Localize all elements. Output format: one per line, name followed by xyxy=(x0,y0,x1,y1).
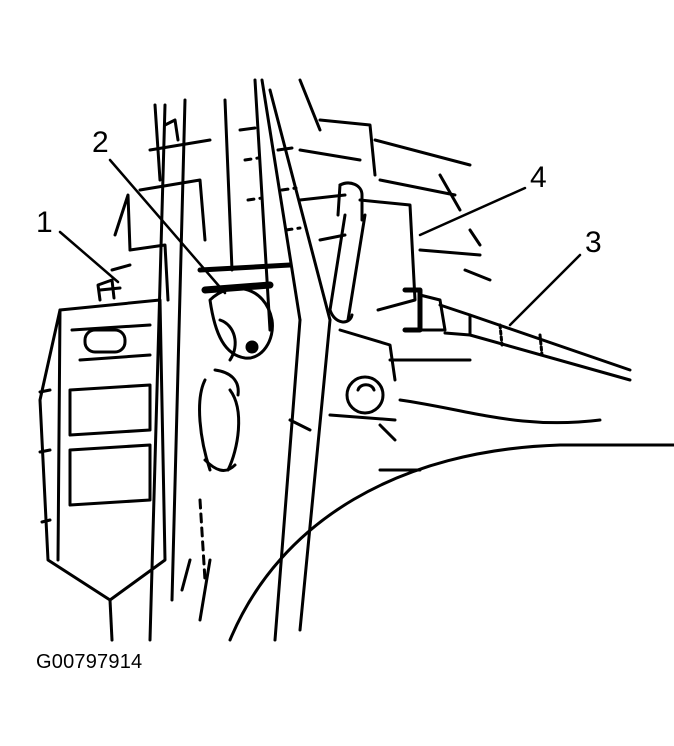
callout-1: 1 xyxy=(36,206,53,239)
callout-4: 4 xyxy=(530,161,547,194)
figure-id: G00797914 xyxy=(36,651,143,673)
callout-3: 3 xyxy=(585,226,602,259)
shift-cable xyxy=(402,287,632,382)
frame-rails xyxy=(148,78,332,642)
transmission-housing xyxy=(38,103,212,642)
callout-2: 2 xyxy=(92,126,109,159)
body-curve xyxy=(228,443,674,642)
leader-lines xyxy=(58,158,582,327)
shift-lever xyxy=(197,262,293,582)
engine-components xyxy=(298,78,602,442)
